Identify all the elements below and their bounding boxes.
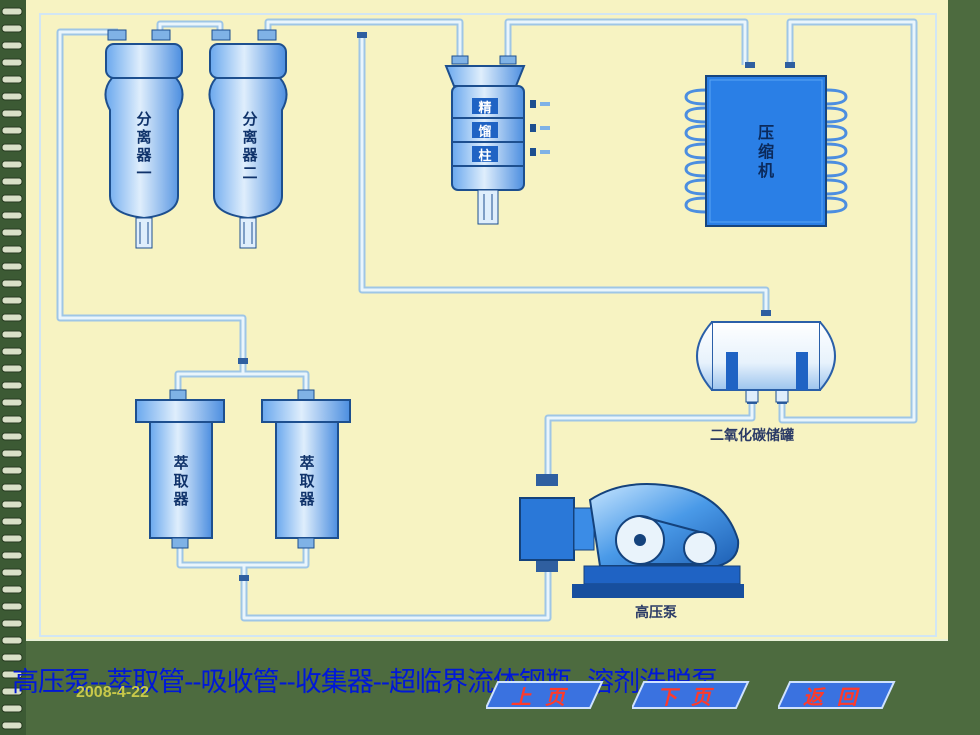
binding-strip: [0, 0, 26, 735]
next-page-label: 下页: [657, 684, 725, 709]
co2-storage-tank: 二氧化碳储罐: [696, 321, 836, 444]
prev-page-label: 上页: [511, 684, 579, 709]
extractor-2: 萃取器: [261, 389, 351, 549]
back-button[interactable]: 返回: [778, 680, 896, 710]
high-pressure-pump: 高压泵: [519, 474, 744, 621]
date: 2008-4-22: [76, 684, 149, 701]
pipes: [56, 18, 918, 622]
extractor-2-label: 萃取器: [298, 454, 315, 508]
next-page-button[interactable]: 下页: [632, 680, 750, 710]
column-char-3: 柱: [478, 148, 491, 164]
extractor-1: 萃取器: [135, 389, 225, 549]
rectifying-column: 精 馏 柱: [444, 55, 550, 225]
separator-1: 分离器一: [104, 29, 184, 249]
extractor-1-label: 萃取器: [172, 454, 189, 508]
separator-2-label: 分离器二: [241, 110, 258, 182]
back-label: 返回: [803, 684, 871, 709]
column-char-2: 馏: [477, 124, 491, 140]
compressor-label: 压缩机: [758, 123, 774, 180]
column-char-1: 精: [478, 100, 491, 116]
separator-2: 分离器二: [208, 29, 288, 249]
compressor: 压缩机: [684, 75, 848, 227]
separator-1-label: 分离器一: [135, 110, 152, 182]
co2-tank-label: 二氧化碳储罐: [710, 427, 794, 444]
panel-frame: [39, 13, 937, 637]
prev-page-button[interactable]: 上页: [486, 680, 604, 710]
pump-label: 高压泵: [635, 604, 677, 621]
